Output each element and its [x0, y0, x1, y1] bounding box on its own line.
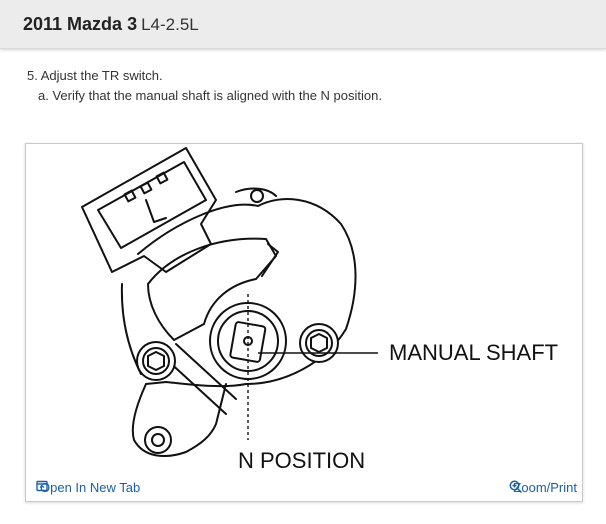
- vehicle-make-model: 2011 Mazda 3: [23, 13, 138, 34]
- tr-switch-diagram: [81, 147, 378, 458]
- step-text: 5. Adjust the TR switch.: [27, 68, 163, 83]
- manual-shaft-label: MANUAL SHAFT: [389, 340, 559, 365]
- vehicle-engine: L4-2.5L: [141, 14, 199, 34]
- open-in-new-tab-link[interactable]: Open In New Tab: [36, 480, 140, 495]
- zoom-print-label: Zoom/Print: [513, 480, 577, 495]
- n-position-label: N POSITION: [238, 448, 366, 473]
- procedure-instructions: 5. Adjust the TR switch. a. Verify that …: [27, 66, 382, 106]
- open-in-new-tab-label: Open In New Tab: [40, 480, 141, 495]
- diagram-figure: MANUAL SHAFT N POSITION Open In New Tab …: [25, 143, 583, 502]
- substep-text: a. Verify that the manual shaft is align…: [38, 88, 382, 103]
- zoom-print-link[interactable]: Zoom/Print: [509, 480, 577, 495]
